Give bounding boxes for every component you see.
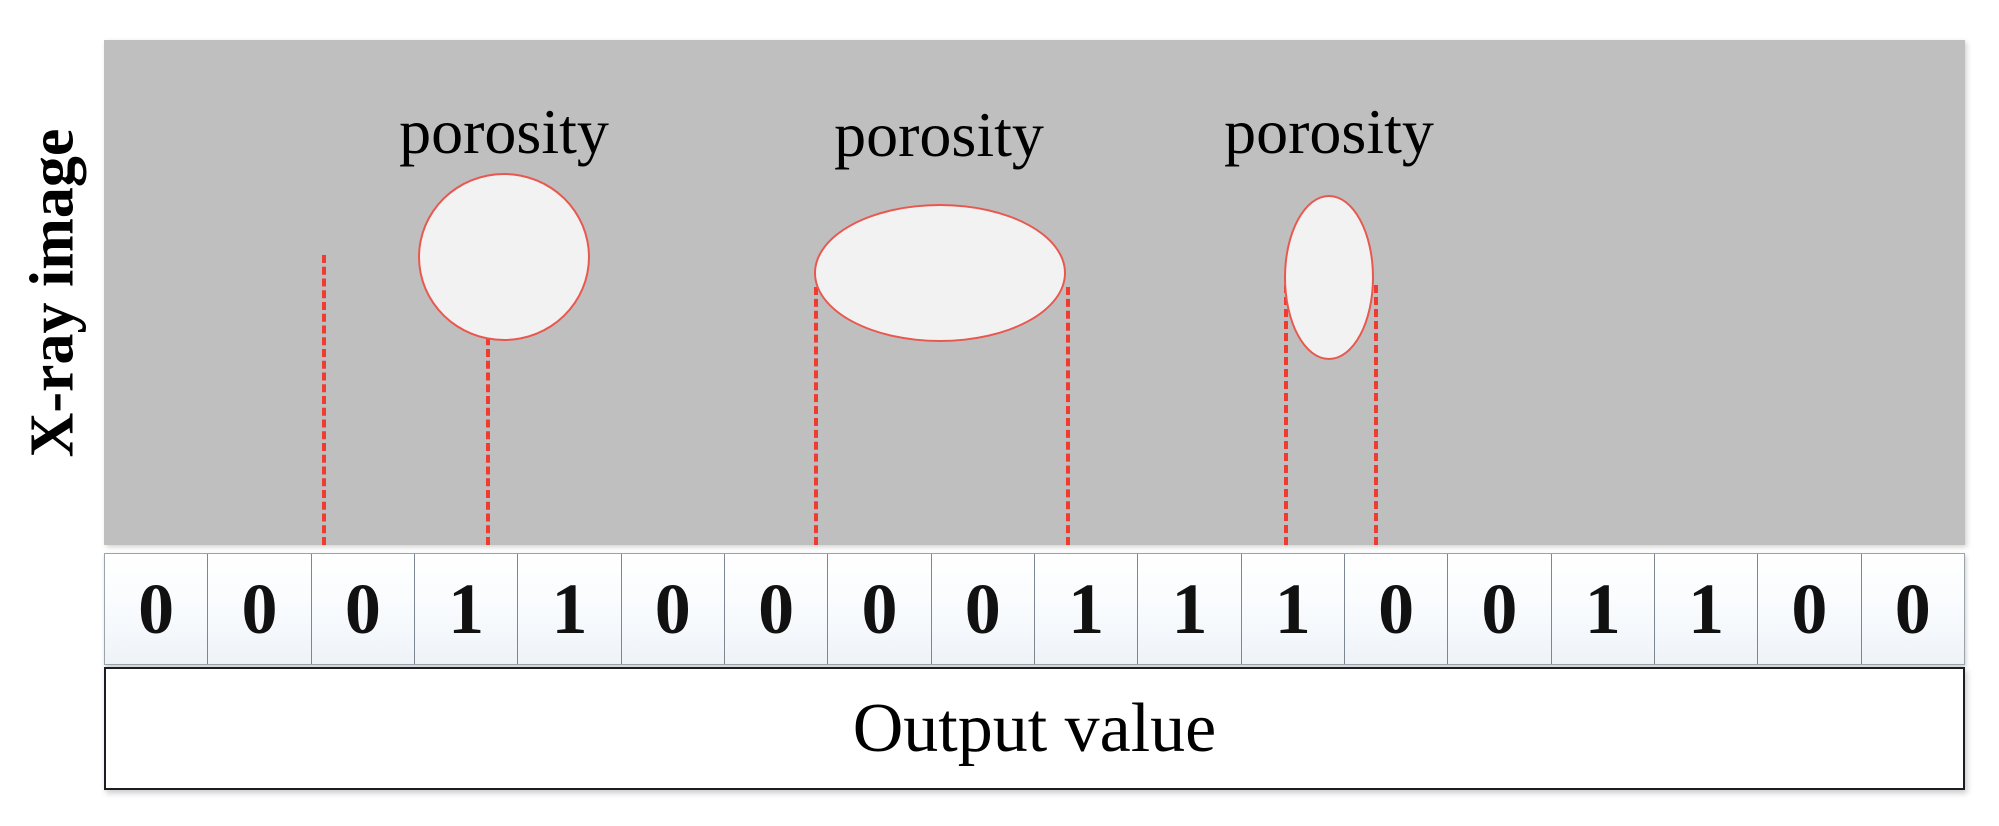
porosity-label-1: porosity	[399, 96, 609, 167]
binary-cell-11: 1	[1138, 554, 1242, 664]
binary-cell-10: 1	[1034, 554, 1139, 664]
porosity-blob-2	[814, 204, 1066, 342]
xray-image-axis-label: X-ray image	[18, 128, 86, 457]
binary-cell-15: 1	[1551, 554, 1655, 664]
binary-cell-16: 1	[1654, 554, 1759, 664]
porosity-guide-line-3-right	[1374, 285, 1378, 545]
binary-cell-5: 1	[518, 554, 622, 664]
binary-cell-2: 0	[208, 554, 312, 664]
binary-cell-8: 0	[828, 554, 932, 664]
porosity-guide-line-3-left	[1284, 285, 1288, 545]
porosity-guide-line-1-left	[322, 255, 326, 545]
xray-image-axis-label-wrap: X-ray image	[0, 40, 104, 545]
binary-cell-7: 0	[724, 554, 829, 664]
binary-cell-1: 0	[105, 554, 209, 664]
binary-cell-9: 0	[931, 554, 1035, 664]
output-value-label: Output value	[852, 689, 1217, 767]
porosity-blob-1	[418, 173, 590, 341]
binary-cell-18: 0	[1861, 554, 1964, 664]
binary-cell-12: 1	[1241, 554, 1345, 664]
porosity-guide-line-2-left	[814, 287, 818, 545]
xray-image-panel: porosity porosity porosity	[104, 40, 1965, 545]
binary-cell-14: 0	[1448, 554, 1552, 664]
binary-cell-6: 0	[621, 554, 725, 664]
binary-cell-3: 0	[311, 554, 415, 664]
porosity-label-2: porosity	[834, 99, 1044, 170]
binary-cell-17: 0	[1758, 554, 1862, 664]
porosity-label-3: porosity	[1224, 96, 1434, 167]
binary-cell-4: 1	[414, 554, 519, 664]
porosity-guide-line-2-right	[1066, 287, 1070, 545]
output-value-bar: Output value	[104, 667, 1965, 790]
porosity-blob-3	[1284, 195, 1374, 360]
porosity-guide-line-1-right	[486, 255, 490, 545]
binary-cell-13: 0	[1344, 554, 1449, 664]
